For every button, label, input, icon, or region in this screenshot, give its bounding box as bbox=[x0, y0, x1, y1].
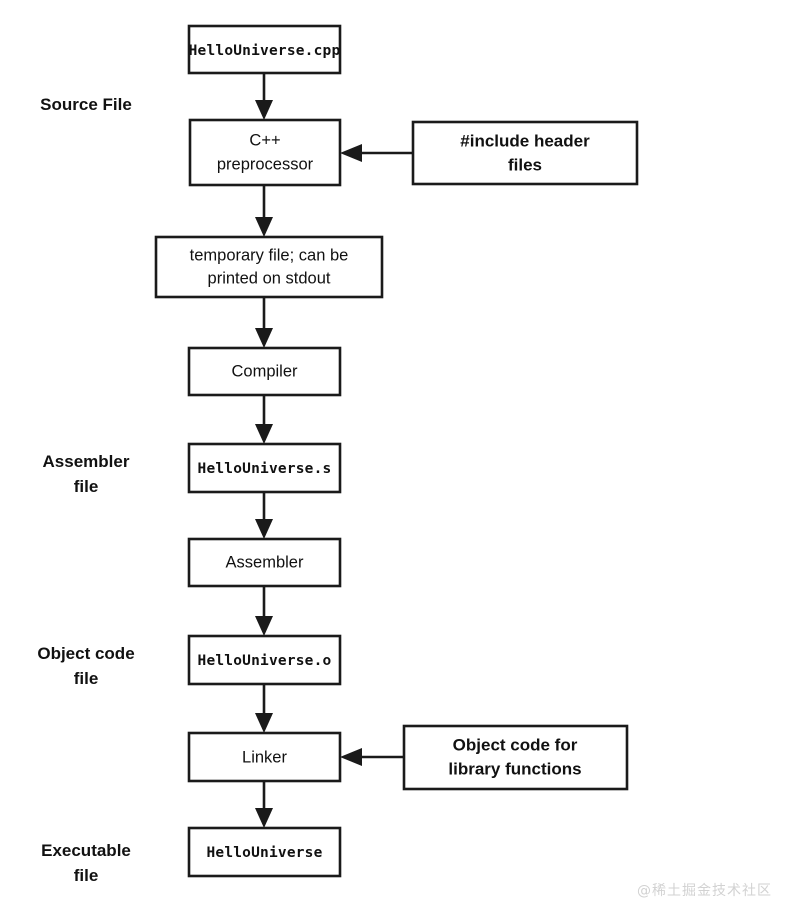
node-compiler[interactable]: Compiler bbox=[187, 346, 342, 397]
node-hellouniverse-s[interactable]: HelloUniverse.s bbox=[187, 442, 342, 494]
node-linker[interactable]: Linker bbox=[187, 731, 342, 783]
node-object-code-library-label-line2: library functions bbox=[448, 759, 581, 778]
node-hellouniverse-label: HelloUniverse bbox=[206, 845, 322, 861]
node-cpp-preprocessor-label-line1: C++ bbox=[249, 131, 280, 149]
node-assembler[interactable]: Assembler bbox=[187, 537, 342, 588]
stage-label-executable-file-line1: Executable bbox=[41, 841, 131, 860]
node-include-header-files-label-line2: files bbox=[508, 155, 542, 174]
node-cpp-preprocessor-rect[interactable] bbox=[188, 118, 342, 187]
node-hellouniverse-o-label: HelloUniverse.o bbox=[198, 653, 332, 669]
node-assembler-rect[interactable] bbox=[187, 537, 342, 588]
node-hellouniverse-o[interactable]: HelloUniverse.o bbox=[187, 634, 342, 686]
stage-label-assembler-file-line2: file bbox=[74, 477, 99, 496]
edge-linker-to-exe bbox=[255, 781, 273, 828]
edge-cpp-to-preprocessor bbox=[255, 73, 273, 120]
stage-label-executable-file-line2: file bbox=[74, 866, 99, 885]
edge-temp-to-compiler bbox=[255, 297, 273, 348]
node-hellouniverse-s-label: HelloUniverse.s bbox=[198, 461, 332, 477]
stage-label-executable-file: Executable file bbox=[41, 841, 131, 885]
edge-include-to-preprocessor bbox=[340, 144, 413, 162]
node-hellouniverse[interactable]: HelloUniverse bbox=[187, 826, 342, 878]
node-hellouniverse-cpp-rect[interactable] bbox=[187, 24, 342, 75]
node-temporary-file-label-line2: printed on stdout bbox=[208, 269, 331, 287]
node-hellouniverse-cpp-label: HelloUniverse.cpp bbox=[189, 43, 341, 59]
node-assembler-label: Assembler bbox=[226, 553, 304, 571]
node-temporary-file[interactable]: temporary file; can be printed on stdout bbox=[154, 235, 384, 299]
node-compiler-label: Compiler bbox=[231, 362, 298, 380]
node-object-code-library-rect[interactable] bbox=[402, 724, 629, 791]
node-hellouniverse-cpp[interactable]: HelloUniverse.cpp bbox=[187, 24, 342, 75]
node-cpp-preprocessor-label-line2: preprocessor bbox=[217, 155, 314, 173]
node-hellouniverse-o-rect[interactable] bbox=[187, 634, 342, 686]
node-hellouniverse-rect[interactable] bbox=[187, 826, 342, 878]
node-include-header-files[interactable]: #include header files bbox=[411, 120, 639, 186]
node-linker-rect[interactable] bbox=[187, 731, 342, 783]
stage-label-object-code-file-line2: file bbox=[74, 669, 99, 688]
node-object-code-library[interactable]: Object code for library functions bbox=[402, 724, 629, 791]
stage-label-assembler-file-line1: Assembler bbox=[43, 452, 130, 471]
node-cpp-preprocessor[interactable]: C++ preprocessor bbox=[188, 118, 342, 187]
node-include-header-files-label-line1: #include header bbox=[460, 131, 590, 150]
stage-label-assembler-file: Assembler file bbox=[43, 452, 130, 496]
node-linker-label: Linker bbox=[242, 748, 287, 766]
edge-o-to-linker bbox=[255, 684, 273, 733]
node-temporary-file-label-line1: temporary file; can be bbox=[190, 246, 349, 264]
node-include-header-files-rect[interactable] bbox=[411, 120, 639, 186]
edge-library-to-linker bbox=[340, 748, 404, 766]
node-object-code-library-label-line1: Object code for bbox=[453, 735, 578, 754]
edge-preprocessor-to-temp bbox=[255, 185, 273, 237]
node-temporary-file-rect[interactable] bbox=[154, 235, 384, 299]
edge-s-to-assembler bbox=[255, 492, 273, 539]
stage-label-object-code-file: Object code file bbox=[37, 644, 134, 688]
stage-label-source-file-line1: Source File bbox=[40, 95, 132, 114]
node-hellouniverse-s-rect[interactable] bbox=[187, 442, 342, 494]
stage-label-source-file: Source File bbox=[40, 95, 132, 114]
node-compiler-rect[interactable] bbox=[187, 346, 342, 397]
watermark-text: @稀土掘金技术社区 bbox=[637, 883, 772, 899]
edge-compiler-to-s bbox=[255, 395, 273, 444]
edge-assembler-to-o bbox=[255, 586, 273, 636]
stage-label-object-code-file-line1: Object code bbox=[37, 644, 134, 663]
